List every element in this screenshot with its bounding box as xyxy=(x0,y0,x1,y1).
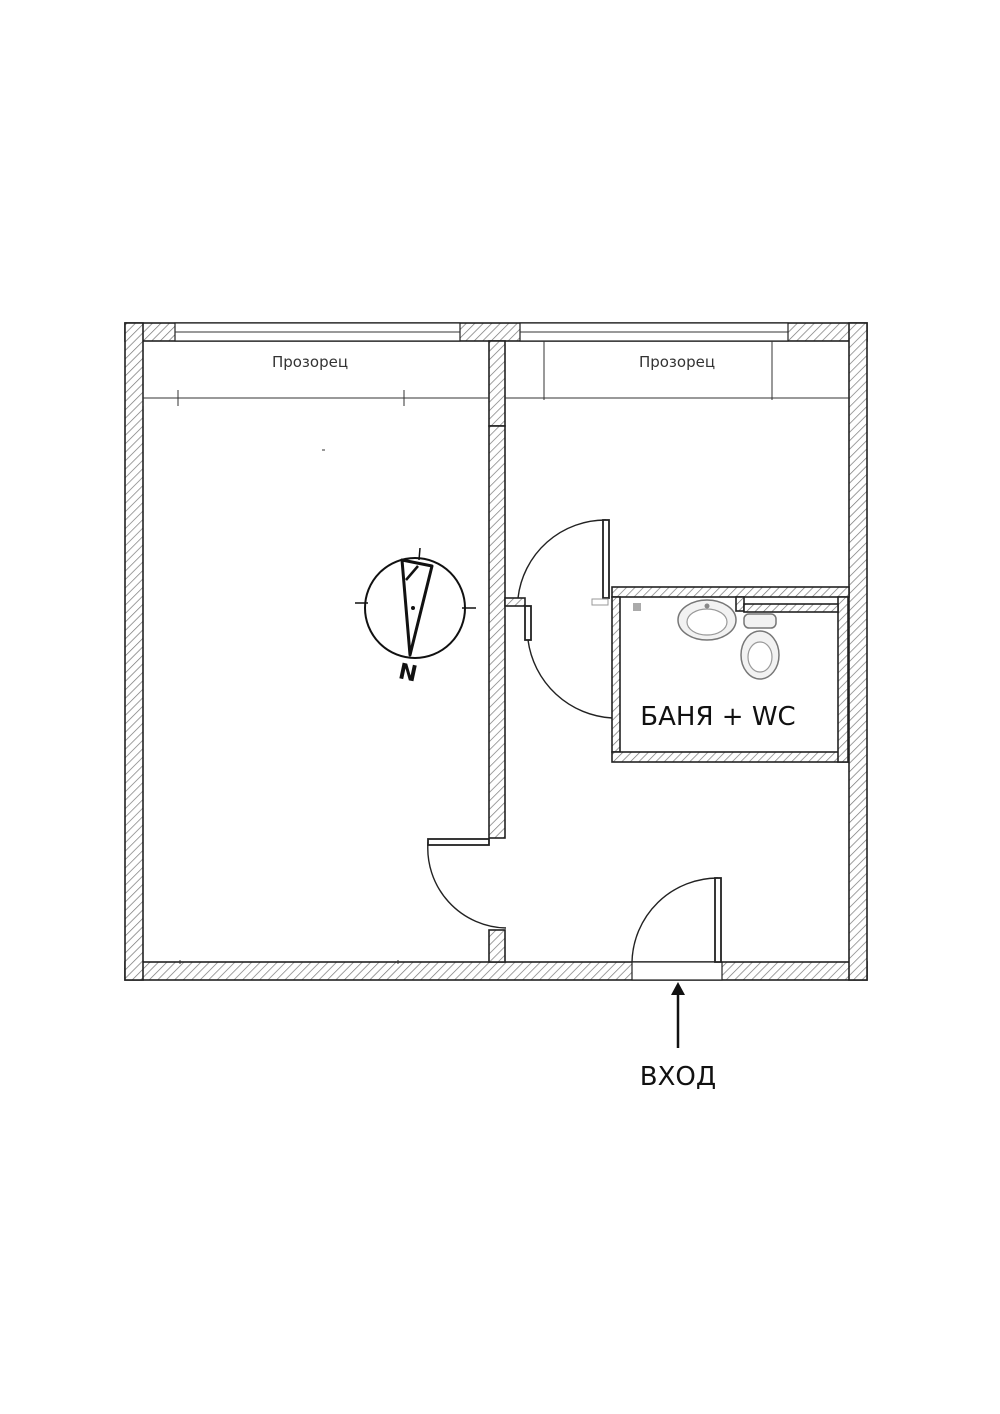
dimension-lines xyxy=(142,341,849,406)
sink-icon xyxy=(677,599,737,641)
wall-hall-stub xyxy=(504,597,526,607)
wall-fixture xyxy=(591,598,609,606)
wall-left xyxy=(124,322,144,981)
bathroom-walls xyxy=(611,596,849,763)
wall-bottom xyxy=(124,961,868,981)
window-right-label: Прозорец xyxy=(639,353,715,371)
drain-icon xyxy=(633,603,641,611)
toilet-icon xyxy=(740,613,780,680)
door-left-room xyxy=(427,838,507,929)
entrance-opening xyxy=(631,961,723,981)
entrance-label: ВХОД xyxy=(640,1062,716,1092)
compass-north-label: N xyxy=(396,659,419,687)
door-bathroom xyxy=(524,605,613,719)
window-left-label: Прозорец xyxy=(272,353,348,371)
bathroom-label: БАНЯ + WC xyxy=(640,702,795,732)
door-upper-room xyxy=(517,519,610,599)
door-entrance xyxy=(631,877,722,963)
partition-wall xyxy=(488,340,506,963)
compass-rose-icon: N xyxy=(355,547,476,688)
arrow-up-icon xyxy=(671,982,685,1048)
window-openings xyxy=(174,322,789,342)
wall-right xyxy=(848,322,868,981)
wall-upper-room-bottom xyxy=(611,586,850,598)
